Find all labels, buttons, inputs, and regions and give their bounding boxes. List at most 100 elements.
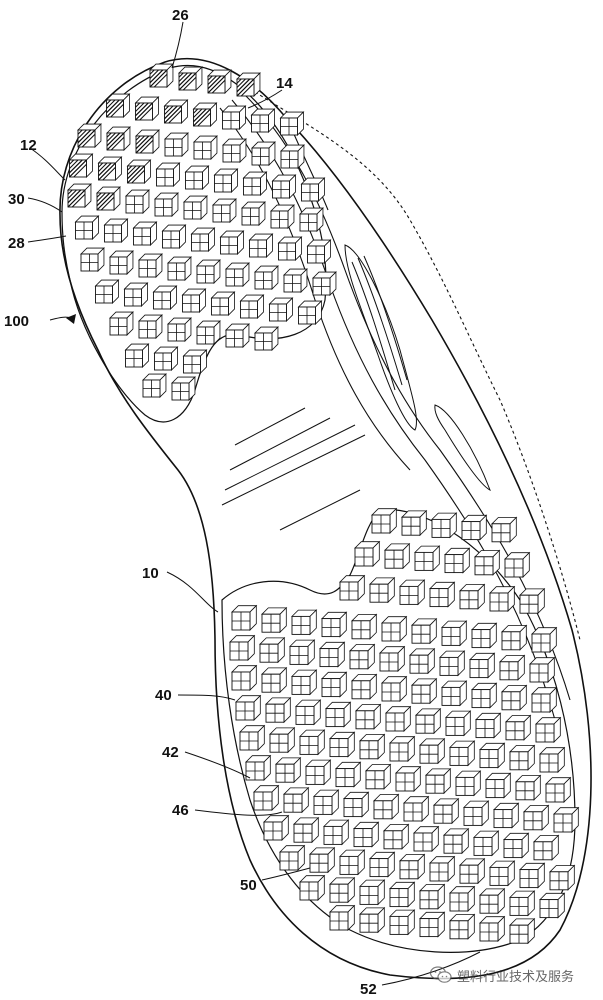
- traction-cleat: [163, 99, 189, 124]
- ref-12: 12: [20, 137, 37, 154]
- traction-cleat: [293, 816, 320, 844]
- traction-cleat: [449, 885, 476, 912]
- traction-cleat: [354, 540, 381, 567]
- traction-cleat: [383, 823, 410, 850]
- traction-cleat: [242, 171, 268, 196]
- traction-cleat: [192, 102, 218, 127]
- traction-cleat: [549, 864, 576, 891]
- traction-cleat: [319, 641, 346, 668]
- traction-cleat: [313, 789, 340, 816]
- traction-cleat: [381, 675, 408, 702]
- traction-cleat: [225, 262, 250, 287]
- traction-cleat: [80, 247, 105, 272]
- traction-cleat: [184, 165, 210, 190]
- traction-cleat: [381, 615, 408, 642]
- traction-cleat: [389, 735, 416, 762]
- traction-cleat: [389, 881, 416, 908]
- traction-cleat: [106, 126, 131, 151]
- traction-cleat: [475, 712, 502, 739]
- traction-cleat: [439, 650, 466, 677]
- traction-cleat: [253, 784, 280, 811]
- traction-cleat: [473, 830, 500, 857]
- traction-cleat: [429, 581, 456, 608]
- traction-cleat: [504, 551, 531, 578]
- traction-cleat: [401, 509, 428, 537]
- forefoot-traction-elements: [67, 63, 337, 401]
- traction-cleat: [134, 96, 160, 121]
- traction-cleat: [132, 221, 158, 246]
- ref-28: 28: [8, 235, 25, 252]
- ref-30: 30: [8, 191, 25, 208]
- traction-cleat: [124, 343, 150, 368]
- traction-cleat: [335, 761, 362, 788]
- traction-cleat: [279, 111, 305, 136]
- traction-cleat: [225, 323, 250, 348]
- traction-cleat: [297, 300, 323, 325]
- leader-lines: [27, 21, 481, 986]
- traction-cleat: [329, 876, 356, 904]
- traction-cleat: [399, 853, 426, 880]
- traction-cleat: [365, 763, 392, 790]
- traction-cleat: [261, 666, 288, 694]
- upper-edge-dashed: [254, 91, 581, 641]
- traction-cleat: [309, 846, 336, 874]
- traction-cleat: [212, 198, 237, 223]
- traction-cleat: [181, 288, 207, 313]
- traction-cleat: [509, 744, 536, 771]
- traction-cleat: [329, 731, 356, 758]
- traction-cleat: [414, 545, 441, 572]
- traction-cleat: [161, 224, 187, 249]
- traction-cleat: [138, 314, 163, 339]
- traction-cleat: [254, 326, 279, 351]
- traction-cleat: [123, 282, 149, 307]
- traction-cleat: [501, 624, 528, 651]
- traction-cleat: [519, 587, 546, 615]
- traction-cleat: [105, 93, 131, 118]
- traction-cleat: [222, 138, 247, 163]
- traction-cleat: [231, 664, 258, 691]
- traction-cleat: [269, 726, 296, 754]
- traction-cleat: [455, 770, 482, 797]
- traction-cleat: [254, 265, 279, 290]
- traction-cleat: [153, 346, 179, 371]
- traction-cleat: [109, 250, 134, 275]
- ref-100: 100: [4, 313, 29, 330]
- traction-cleat: [425, 767, 452, 795]
- traction-cleat: [277, 236, 303, 261]
- traction-cleat: [409, 647, 436, 675]
- traction-cleat: [479, 915, 506, 942]
- traction-cleat: [519, 862, 546, 889]
- midfoot-shank: [344, 244, 491, 492]
- traction-cleat: [231, 604, 258, 631]
- traction-cleat: [248, 233, 274, 258]
- traction-cleat: [419, 911, 446, 938]
- traction-cleat: [138, 253, 163, 278]
- traction-cleat: [251, 141, 276, 166]
- traction-cleat: [312, 271, 337, 296]
- traction-cleat: [183, 195, 208, 220]
- traction-cleat: [479, 887, 506, 915]
- heel-traction-elements: [229, 507, 580, 945]
- traction-cleat: [441, 620, 468, 647]
- traction-cleat: [395, 765, 422, 792]
- traction-cleat: [493, 802, 520, 829]
- traction-cleat: [299, 207, 324, 232]
- traction-cleat: [77, 123, 102, 148]
- traction-cleat: [275, 756, 302, 784]
- traction-cleat: [443, 827, 470, 855]
- traction-cleat: [164, 132, 189, 157]
- traction-cleat: [449, 740, 476, 767]
- traction-cleat: [135, 129, 160, 154]
- traction-cleat: [429, 855, 456, 882]
- traction-cleat: [236, 72, 261, 97]
- traction-cleat: [463, 800, 490, 827]
- traction-cleat: [196, 320, 221, 345]
- traction-cleat: [126, 159, 152, 184]
- traction-cleat: [533, 834, 560, 861]
- traction-cleat: [431, 512, 458, 539]
- traction-cleat: [291, 669, 318, 696]
- ref-52: 52: [360, 981, 377, 998]
- traction-cleat: [178, 66, 203, 91]
- traction-cleat: [411, 617, 438, 645]
